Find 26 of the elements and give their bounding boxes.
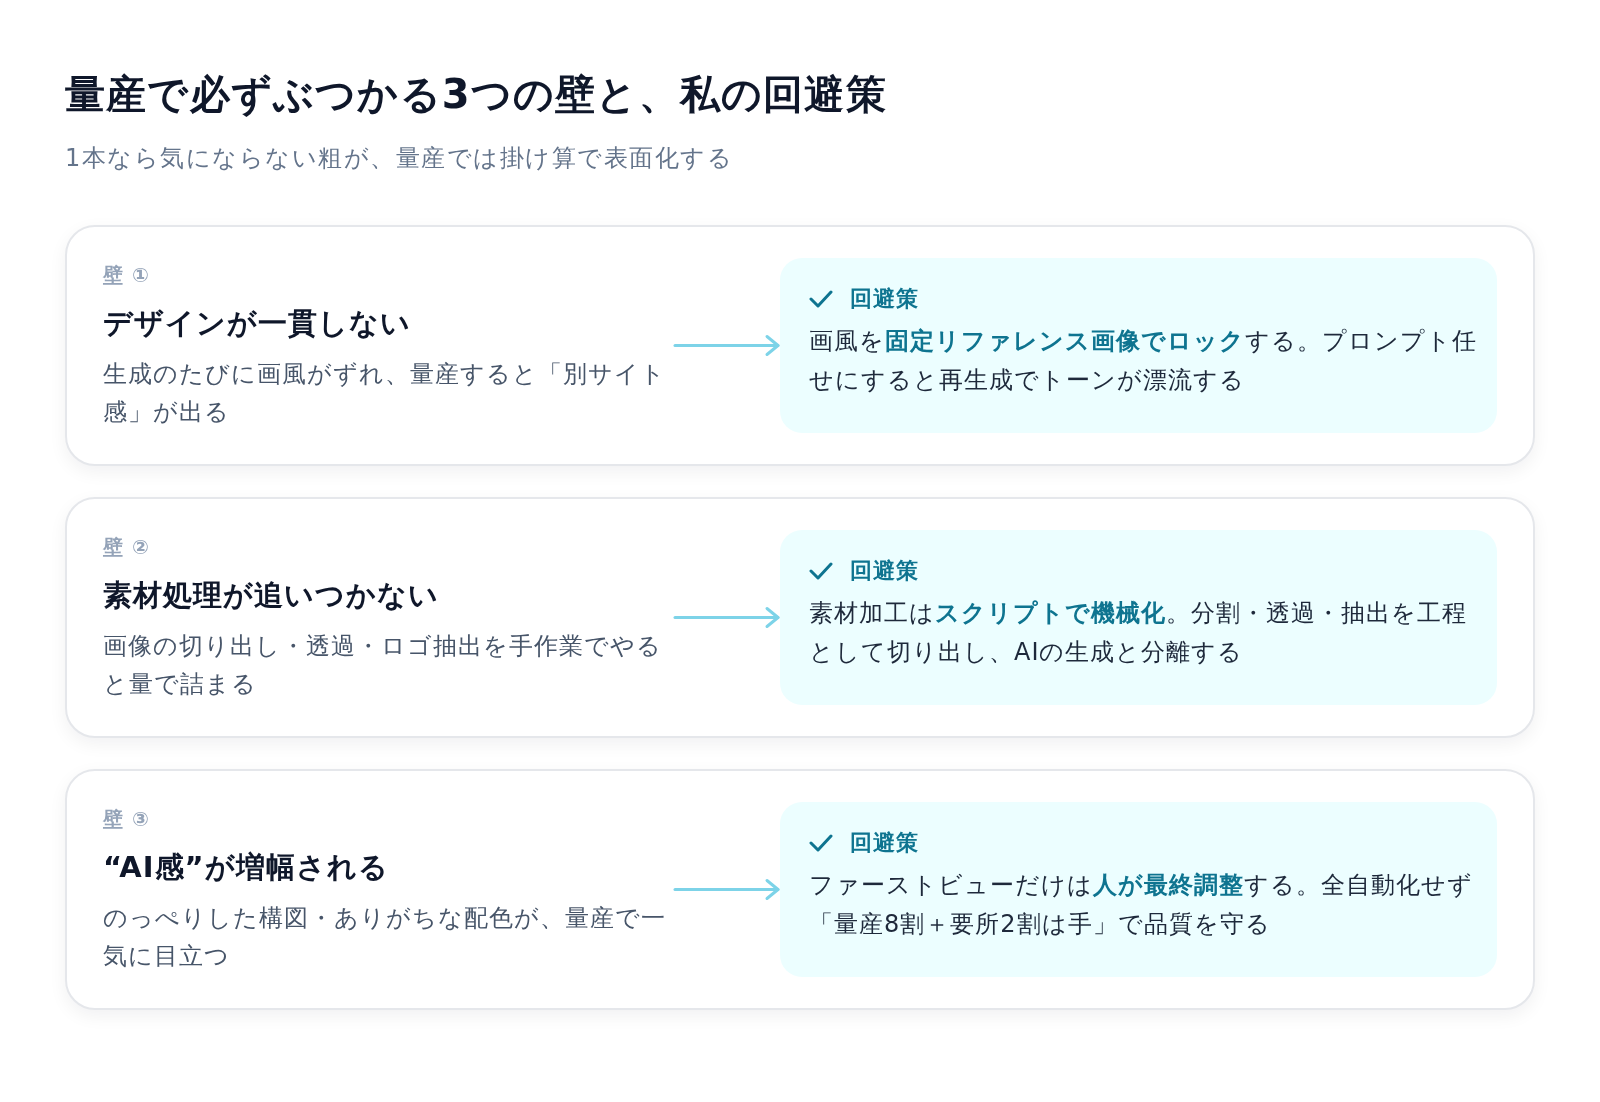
arrow	[673, 335, 780, 356]
step-label: 壁 ①	[103, 262, 150, 289]
problem-description: 生成のたびに画風がずれ、量産すると「別サイト感」が出る	[103, 359, 667, 428]
arrow	[673, 879, 780, 900]
title: 量産で必ずぶつかる3つの壁と、私の回避策	[65, 70, 887, 119]
solution-text: 素材加工はスクリプトで機械化。分割・透過・抽出を工程として切り出し、AIの生成と分離する	[809, 598, 1468, 668]
solution-label: 回避策	[850, 557, 919, 585]
card	[65, 225, 1535, 466]
problem-heading: 素材処理が追いつかない	[103, 577, 439, 614]
solution-panel	[780, 530, 1497, 705]
arrow	[673, 607, 780, 628]
card	[65, 497, 1535, 738]
solution-text: ファーストビューだけは人が最終調整する。全自動化せず「量産8割＋要所2割は手」で品質を守る	[809, 870, 1474, 940]
solution-panel	[780, 258, 1497, 433]
subtitle: 1本なら気にならない粗が、量産では掛け算で表面化する	[65, 143, 734, 174]
solution-label: 回避策	[850, 829, 919, 857]
solution-label: 回避策	[850, 285, 919, 313]
step-label: 壁 ③	[103, 806, 150, 833]
problem-description: 画像の切り出し・透過・ロゴ抽出を手作業でやると量で詰まる	[103, 631, 663, 700]
card	[65, 769, 1535, 1010]
problem-description: のっぺりした構図・ありがちな配色が、量産で一気に目立つ	[103, 903, 667, 972]
solution-panel	[780, 802, 1497, 977]
problem-heading: “AI感”が増幅される	[103, 849, 389, 886]
step-label: 壁 ②	[103, 534, 150, 561]
problem-heading: デザインが一貫しない	[103, 305, 411, 342]
solution-text: 画風を固定リファレンス画像でロックする。プロンプト任せにすると再生成でトーンが漂流する	[809, 326, 1478, 396]
